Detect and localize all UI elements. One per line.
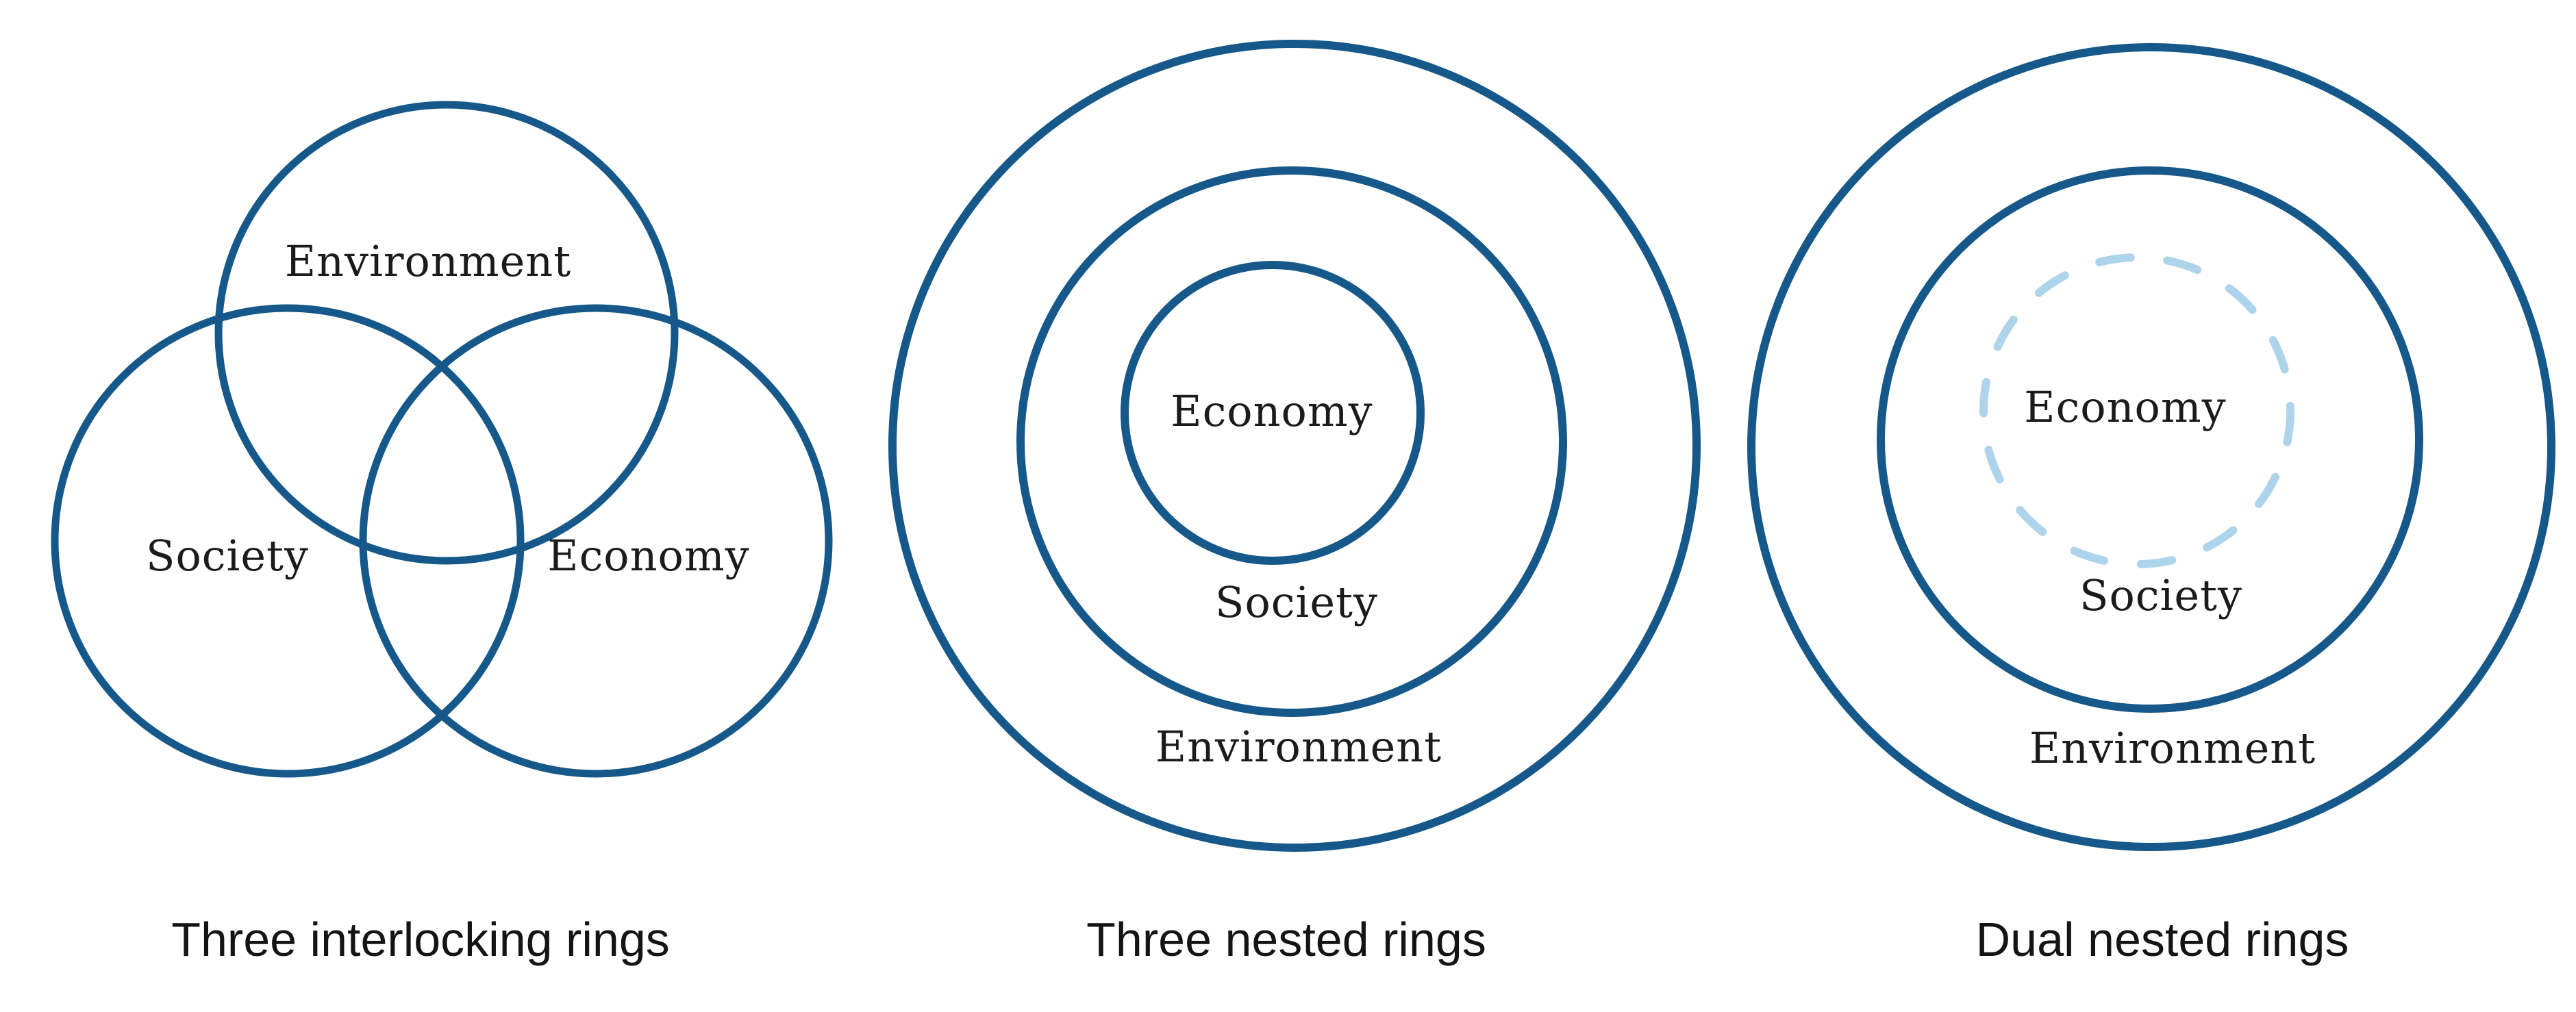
dual-economy-label: Economy <box>2024 382 2227 432</box>
nested-environment-label: Environment <box>1155 722 1442 772</box>
nested-economy-label: Economy <box>1171 386 1373 436</box>
dual-middle-society-ring <box>1877 166 2423 713</box>
caption-three-nested-rings: Three nested rings <box>1086 913 1486 966</box>
nested-society-label: Society <box>1215 577 1378 627</box>
caption-three-interlocking-rings: Three interlocking rings <box>171 913 670 966</box>
dual-outer-environment-ring <box>1747 43 2555 851</box>
venn-society-label: Society <box>146 531 309 581</box>
nested-rings-group <box>888 40 1701 852</box>
venn-economy-label: Economy <box>547 531 750 581</box>
nested-middle-society-ring <box>1016 166 1567 717</box>
venn-environment-label: Environment <box>284 236 572 286</box>
caption-dual-nested-rings: Dual nested rings <box>1975 913 2349 966</box>
nested-outer-environment-ring <box>888 40 1701 852</box>
dual-environment-label: Environment <box>2029 723 2316 773</box>
venn-economy-ring <box>359 304 833 778</box>
dual-nested-rings-group <box>1747 43 2555 851</box>
dual-society-label: Society <box>2079 570 2242 620</box>
nested-inner-economy-ring <box>1121 261 1425 565</box>
venn-society-ring <box>51 304 525 778</box>
venn-environment-ring <box>214 101 679 565</box>
dual-inner-economy-dashed-ring <box>1979 253 2294 568</box>
interlocking-rings-group <box>51 101 833 778</box>
